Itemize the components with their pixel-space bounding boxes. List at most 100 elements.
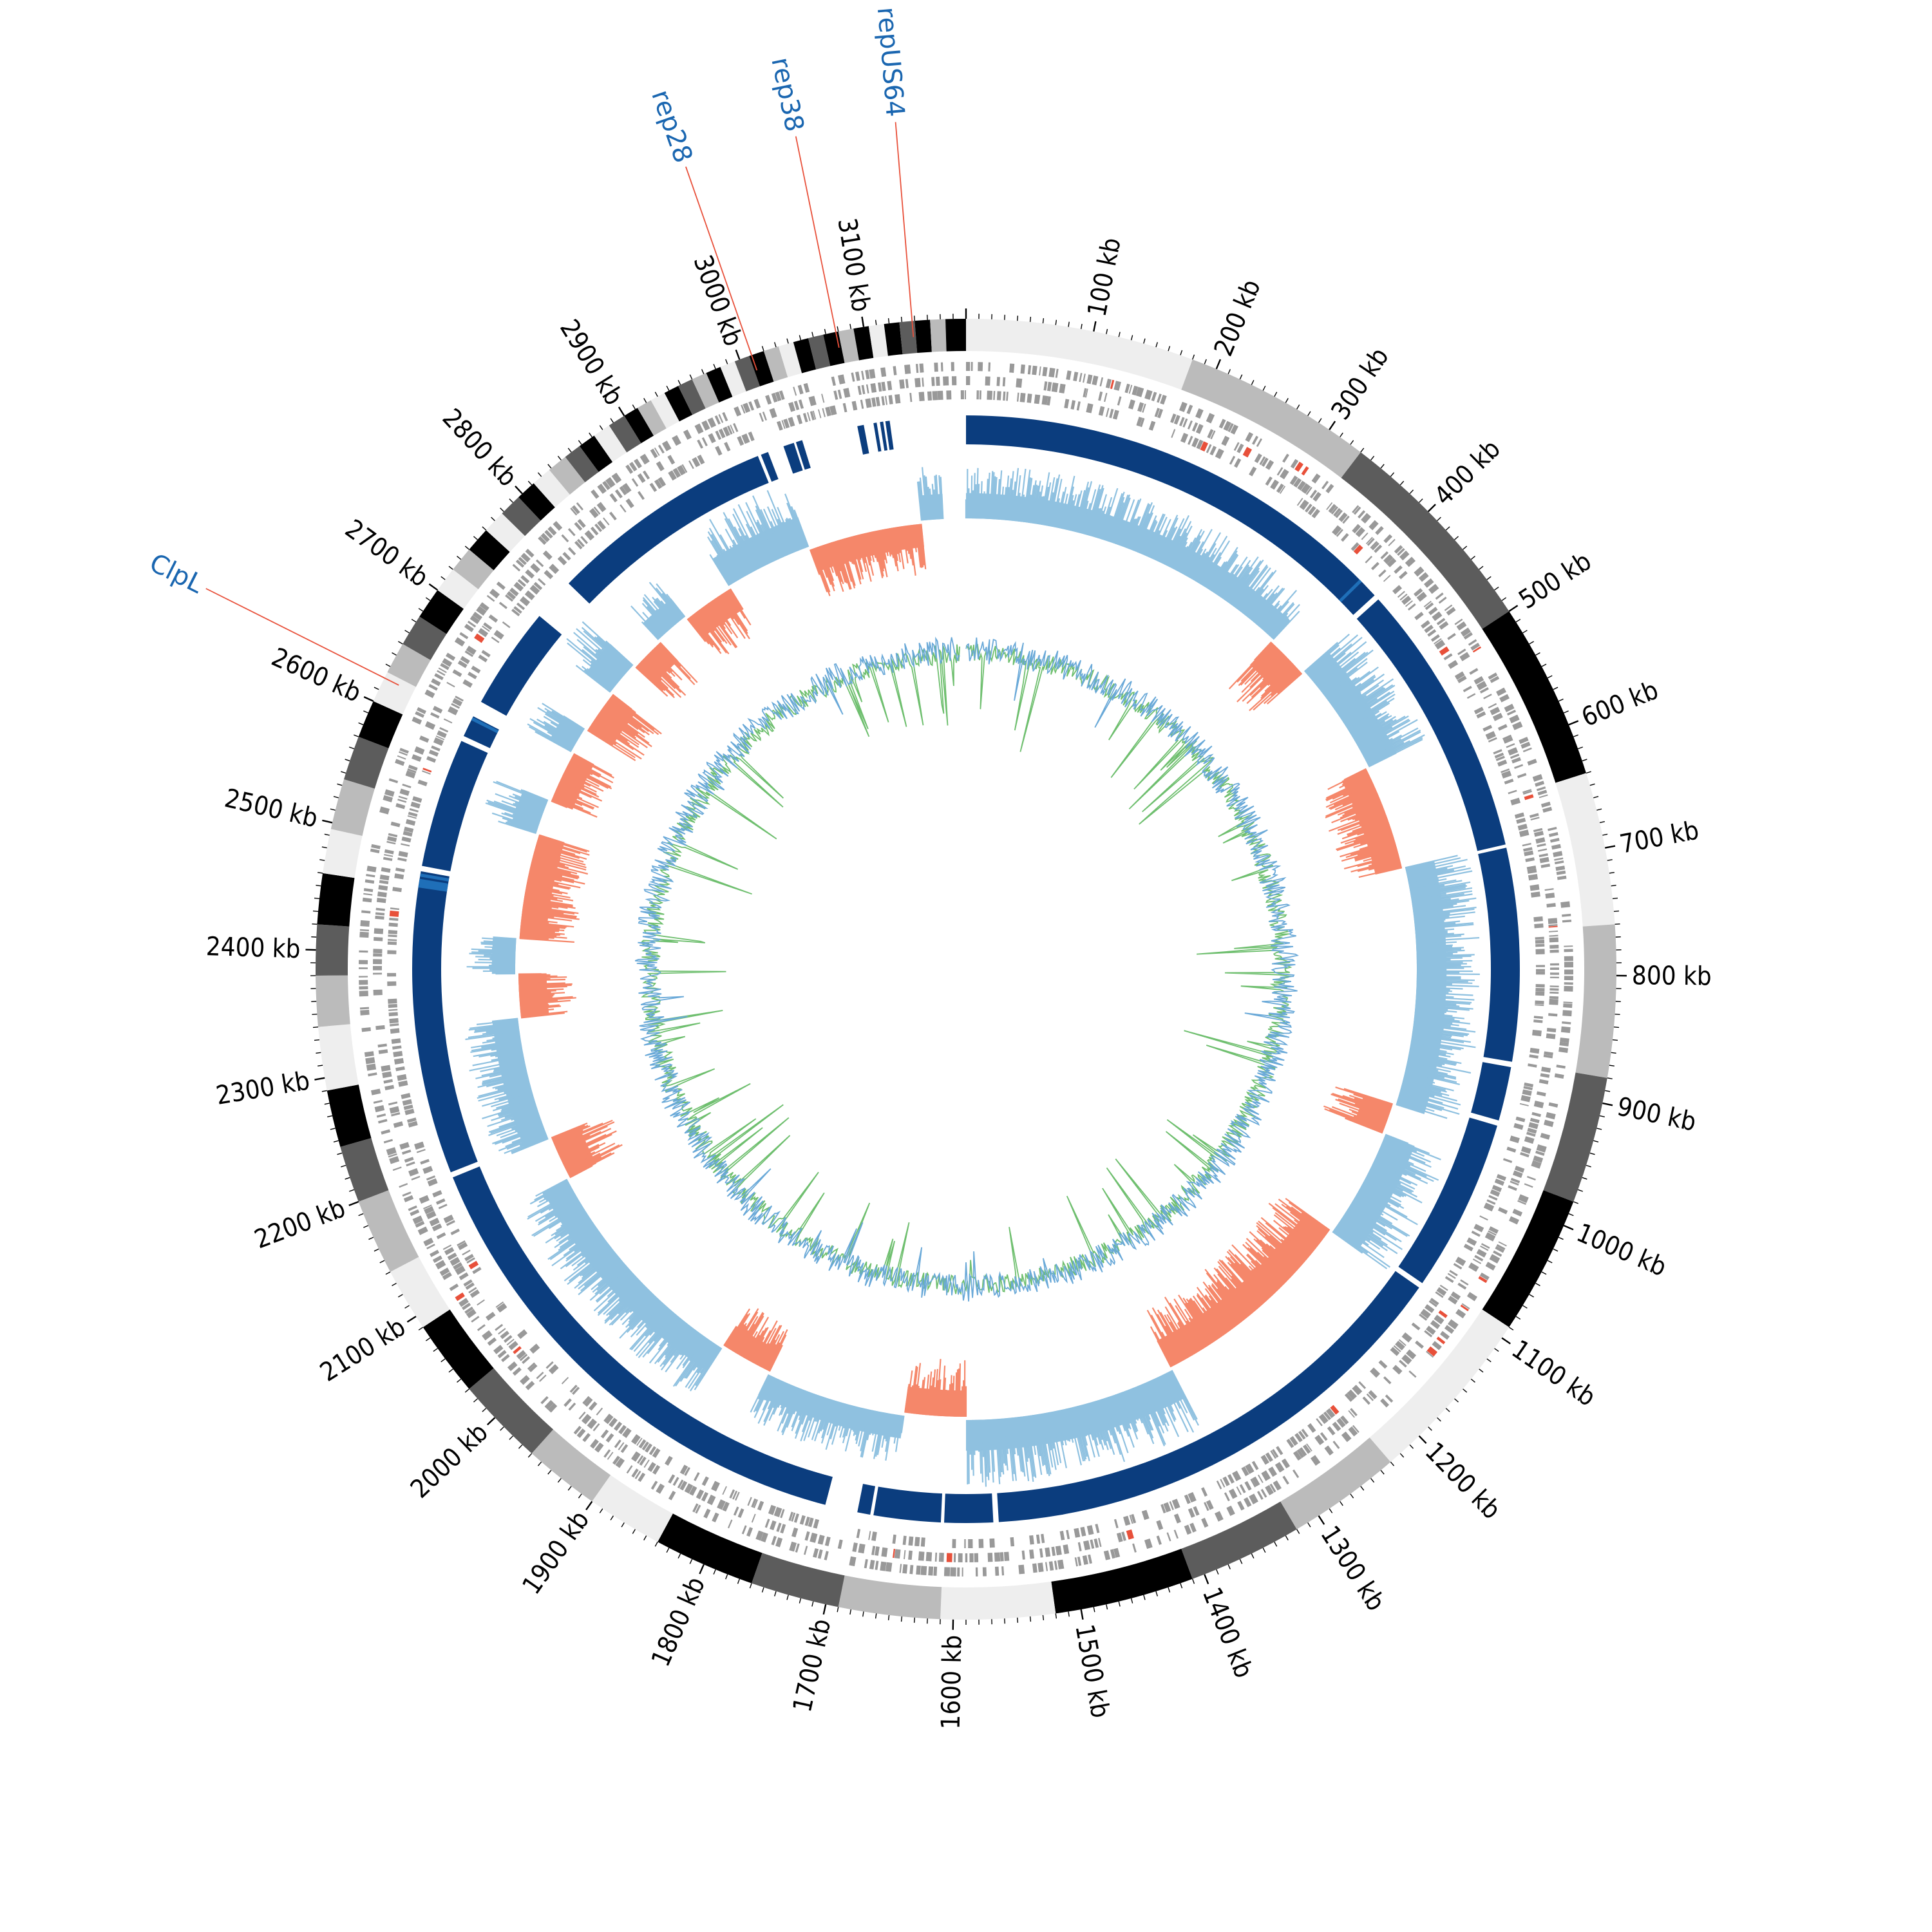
cds-feature	[803, 383, 810, 393]
cds-feature	[1480, 1245, 1489, 1251]
cds-feature	[988, 362, 991, 372]
cds-feature	[395, 1066, 405, 1072]
cds-feature	[1265, 476, 1273, 486]
cds-feature	[1439, 646, 1450, 656]
cds-feature	[430, 1249, 439, 1257]
cds-feature	[812, 410, 817, 420]
minor-tick	[1522, 630, 1528, 634]
cds-feature	[1394, 565, 1403, 574]
minor-tick	[1251, 380, 1255, 385]
minor-tick	[509, 1435, 513, 1440]
cds-feature	[893, 366, 897, 375]
cds-feature	[1195, 424, 1204, 434]
cds-feature	[946, 390, 952, 400]
cds-feature	[464, 1253, 474, 1262]
cds-feature	[810, 1532, 818, 1543]
cds-feature	[1365, 555, 1373, 564]
minor-tick	[457, 556, 462, 560]
cds-feature	[431, 745, 440, 752]
cds-feature	[770, 1520, 777, 1531]
cds-feature	[568, 1402, 576, 1411]
minor-tick	[689, 374, 693, 380]
minor-tick	[913, 1617, 915, 1623]
cds-feature	[1350, 1408, 1358, 1417]
contig-block	[518, 483, 555, 521]
cds-feature	[902, 1535, 907, 1546]
cds-feature	[513, 582, 524, 592]
minor-tick	[1445, 1408, 1450, 1412]
cds-feature	[432, 1189, 442, 1198]
cds-feature	[788, 1511, 793, 1521]
minor-tick	[1535, 652, 1540, 656]
cds-feature	[951, 376, 957, 386]
contig-block	[637, 400, 667, 436]
cds-feature	[1411, 1322, 1421, 1331]
cds-feature	[804, 1531, 810, 1541]
cds-feature	[751, 1513, 756, 1523]
cds-feature	[1227, 1474, 1235, 1484]
cds-feature	[1385, 1394, 1394, 1403]
cds-feature	[469, 615, 480, 625]
cds-feature	[605, 1433, 614, 1443]
minor-tick	[1168, 346, 1171, 352]
cds-feature	[1535, 983, 1545, 988]
minor-tick	[1106, 328, 1108, 334]
minor-tick	[491, 516, 495, 522]
cds-feature	[936, 376, 940, 386]
alignment-block	[1471, 1062, 1511, 1121]
contig-block	[838, 1575, 942, 1620]
minor-tick	[1494, 1348, 1499, 1352]
cds-feature	[1548, 1013, 1558, 1017]
contig-block	[316, 975, 350, 1027]
gene-leader-line	[895, 122, 914, 337]
alignment-block	[966, 415, 1375, 615]
tick-label: 600 kb	[1578, 676, 1663, 733]
cds-feature	[999, 1552, 1004, 1562]
minor-tick	[327, 1115, 333, 1118]
minor-tick	[1501, 597, 1507, 601]
cds-feature	[1088, 1554, 1092, 1564]
cds-feature	[1564, 949, 1573, 952]
cds-feature	[703, 1508, 711, 1519]
minor-tick	[482, 1408, 487, 1412]
cds-feature	[582, 1433, 591, 1443]
cds-feature	[393, 1121, 404, 1128]
cds-feature	[593, 506, 601, 515]
cds-feature	[711, 1481, 720, 1492]
cds-feature	[1493, 1250, 1502, 1257]
cds-feature	[1076, 401, 1081, 411]
minor-tick	[1437, 516, 1441, 522]
skew-trace	[551, 1119, 623, 1179]
cds-feature	[540, 533, 550, 542]
cds-feature	[631, 1434, 641, 1445]
cds-feature	[951, 362, 954, 372]
cds-feature	[487, 1337, 497, 1346]
minor-tick	[312, 1026, 319, 1028]
cds-feature	[433, 737, 444, 746]
cds-feature	[837, 1539, 843, 1549]
cds-feature	[877, 382, 882, 392]
contig-block	[1482, 611, 1587, 783]
cds-feature	[1494, 752, 1504, 759]
cds-feature	[587, 1418, 598, 1429]
cds-feature	[1204, 1502, 1209, 1511]
cds-feature	[1459, 652, 1470, 661]
cds-feature	[564, 1398, 572, 1407]
minor-tick	[321, 846, 327, 849]
cds-feature	[378, 885, 388, 891]
minor-tick	[1380, 1470, 1385, 1475]
cds-feature	[793, 1513, 799, 1523]
cds-feature	[442, 658, 453, 667]
cds-feature	[597, 484, 607, 494]
cds-feature	[1019, 393, 1026, 402]
cds-feature	[639, 453, 650, 465]
cds-feature	[457, 1242, 468, 1251]
cds-feature	[1245, 431, 1254, 442]
alignment-block	[761, 451, 779, 482]
tick-label: 1600 kb	[936, 1634, 968, 1730]
cds-feature	[410, 1209, 420, 1217]
cds-feature	[516, 1350, 526, 1359]
cds-feature	[994, 1552, 1001, 1562]
cds-feature	[1294, 1432, 1303, 1443]
